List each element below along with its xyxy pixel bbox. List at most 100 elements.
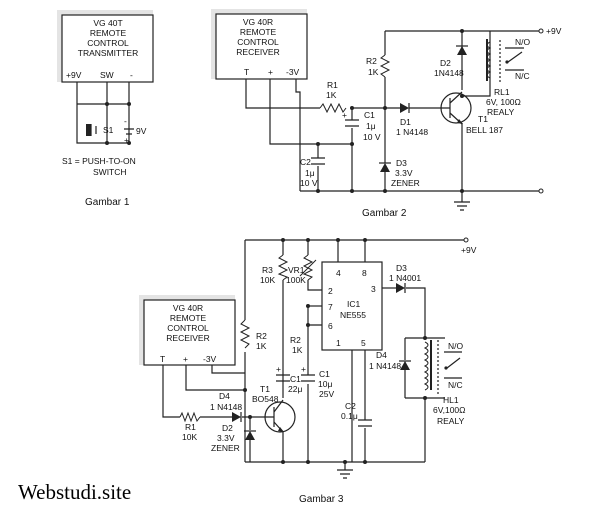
ic1-pin-2: 2 [328,286,333,296]
ground-symbol-fig2 [454,201,470,211]
figure-3-caption: Gambar 3 [299,494,344,505]
receiver-fig3-title-4: RECEIVER [166,333,209,343]
supply-fig3: +9V [461,245,477,255]
c1-fig3-value: 22μ [288,384,302,394]
transistor-t1-fig2 [440,91,472,125]
r2-fig3-left-label: R2 [256,331,267,341]
resistor-r2-fig2 [379,54,391,78]
c1-fig2-voltage: 10 V [363,132,381,142]
rl1-fig2-label: RL1 [494,87,510,97]
t1-fig3-label: T1 [260,384,270,394]
receiver-fig2-title-3: CONTROL [237,37,279,47]
relay-fig2-no: N/O [515,37,531,47]
s1-label: S1 [103,125,114,135]
t1-fig3-value: BO548 [252,394,279,404]
r2-fig3-mid-value: 1K [292,345,303,355]
capacitor-c2-fig2 [311,157,325,165]
zener-d2-fig3 [244,430,256,440]
figure-1: VG 40T REMOTE CONTROL TRANSMITTER +9V SW… [57,10,154,208]
transistor-t1-fig3 [264,399,296,433]
r2-fig3-mid-label: R2 [290,335,301,345]
c1b-fig3-label: C1 [319,369,330,379]
ic1-pin-6: 6 [328,321,333,331]
d3-fig3-label: D3 [396,263,407,273]
d4-fig3-right-value: 1 N4148 [369,361,401,371]
ground-symbol-fig3 [337,469,353,479]
hl1-fig3-type: REALY [437,416,465,426]
supply-fig2: +9V [546,26,562,36]
ic1-part: NE555 [340,310,366,320]
resistor-r1-fig2 [319,102,347,114]
receiver-fig2-pin-minus3v: -3V [286,67,300,77]
capacitor-c2-fig3 [358,419,372,427]
c1-fig2-label: C1 [364,110,375,120]
rl1-fig2-value: 6V, 100Ω [486,97,521,107]
receiver-fig3-pin-plus: + [183,354,188,364]
figure-3: VG 40R REMOTE CONTROL RECEIVER T + -3V [139,237,477,505]
receiver-fig2-title-2: REMOTE [240,27,277,37]
d3-fig2-label: D3 [396,158,407,168]
resistor-r1-fig3 [179,411,201,423]
receiver-fig2-pin-plus: + [268,67,273,77]
relay-fig3-no: N/O [448,341,464,351]
transmitter-title-3: CONTROL [87,38,129,48]
relay-hl1-fig3 [423,340,462,394]
d1-fig2-label: D1 [400,117,411,127]
capacitor-c1-fig2 [345,119,359,127]
d4-fig3-left-value: 1 N4148 [210,402,242,412]
ic1-pin-3: 3 [371,284,376,294]
transmitter-pin-minus: - [130,70,133,80]
watermark: Webstudi.site [18,480,131,504]
r1-fig3-label: R1 [185,422,196,432]
c1b-fig3-value: 10μ [318,379,332,389]
c2-fig3-label: C2 [345,401,356,411]
capacitor-c1b-fig3 [301,374,315,382]
d3-fig2-type: ZENER [391,178,420,188]
figure-2: VG 40R REMOTE CONTROL RECEIVER T + -3V R… [211,9,562,219]
receiver-fig3-title-2: REMOTE [170,313,207,323]
transmitter-title-2: REMOTE [90,28,127,38]
r2-fig2-label: R2 [366,56,377,66]
transmitter-pin-sw: SW [100,70,114,80]
r3-fig3-label: R3 [262,265,273,275]
c1-fig2-value: 1μ [366,121,376,131]
diode-d4-fig3-right [399,360,411,370]
receiver-fig3-title-3: CONTROL [167,323,209,333]
rl1-fig2-type: REALY [487,107,515,117]
t1-fig2-label: T1 [478,114,488,124]
vr1-fig3-value: 100K [286,275,306,285]
s1-note-2: SWITCH [93,167,127,177]
figure-1-caption: Gambar 1 [85,197,130,208]
d3-fig3-value: 1 N4001 [389,273,421,283]
diode-d4-fig3-left [232,412,242,422]
ic1-label: IC1 [347,299,361,309]
diode-d2-fig2 [456,45,468,55]
t1-fig2-value: BELL 187 [466,125,503,135]
diode-d3-fig3 [396,283,406,293]
d2-fig3-value: 3.3V [217,433,235,443]
r1-fig3-value: 10K [182,432,197,442]
c2-fig2-label: C2 [300,157,311,167]
battery-minus: - [124,116,127,126]
r2-fig2-value: 1K [368,67,379,77]
relay-fig3-nc: N/C [448,380,463,390]
figure-2-caption: Gambar 2 [362,208,407,219]
capacitor-c1-fig3 [276,374,290,382]
receiver-fig2-title-4: RECEIVER [236,47,279,57]
ic1-pin-7: 7 [328,302,333,312]
relay-rl1-fig2 [486,39,524,82]
transmitter-title-4: TRANSMITTER [78,48,138,58]
receiver-fig3-title-1: VG 40R [173,303,203,313]
push-switch-s1 [86,124,97,136]
diode-d1-fig2 [400,103,415,113]
c1-fig3-label: C1 [290,374,301,384]
transmitter-title-1: VG 40T [93,18,122,28]
s1-note-1: S1 = PUSH-TO-ON [62,156,136,166]
resistor-r2-fig3-left [239,319,251,349]
relay-fig2-nc: N/C [515,71,530,81]
ic1-pin-4: 4 [336,268,341,278]
receiver-fig3-pin-t: T [160,354,165,364]
vr1-fig3-label: VR1 [288,265,305,275]
r1-fig2-value: 1K [326,90,337,100]
